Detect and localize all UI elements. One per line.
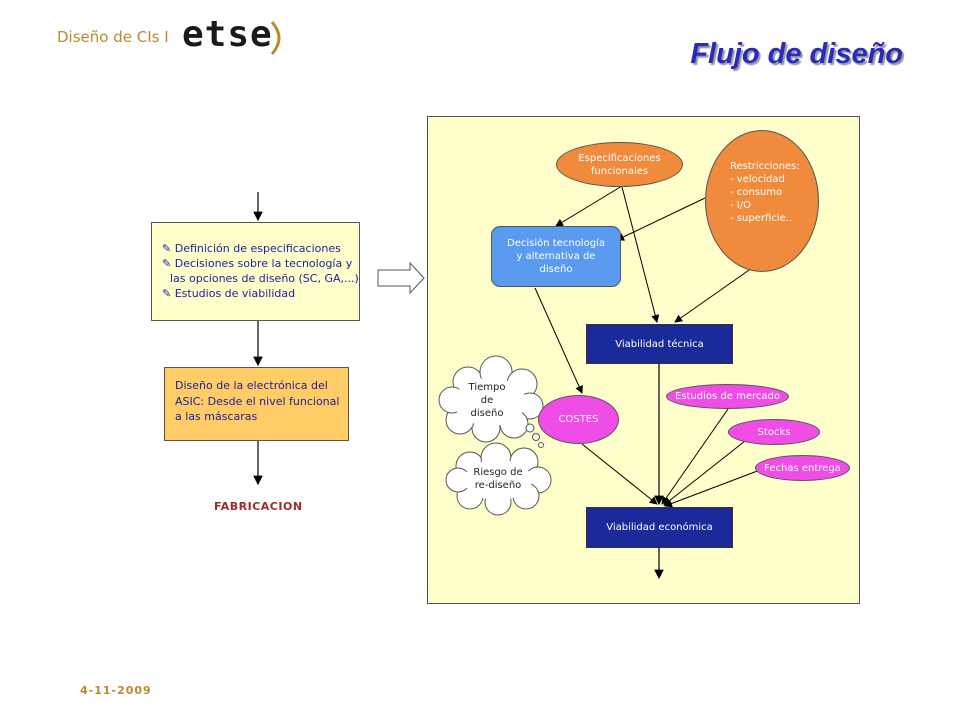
asic-line: ASIC: Desde el nivel funcional — [175, 394, 340, 408]
pencil-icon: ✎ — [162, 242, 172, 255]
bullet-text: Decisiones sobre la tecnología y — [174, 257, 353, 270]
pencil-icon: ✎ — [162, 257, 172, 270]
cloud-line: Riesgo de — [473, 467, 523, 478]
asic-design-box: Diseño de la electrónica del ASIC: Desde… — [164, 367, 349, 441]
bullet-item: ✎ Decisiones sobre la tecnología y — [162, 256, 359, 271]
cloud-line: Tiempo — [468, 382, 506, 393]
bullet-text: Definición de especificaciones — [174, 242, 341, 255]
page-title: Flujo de diseño — [690, 38, 903, 70]
pencil-icon: ✎ — [162, 287, 172, 300]
spec-decisions-box: ✎ Definición de especificaciones ✎ Decis… — [151, 222, 360, 321]
node-viabilidad-tecnica: Viabilidad técnica — [586, 324, 733, 364]
node-stocks: Stocks — [728, 419, 820, 445]
node-costes: COSTES — [538, 395, 619, 444]
cloud-tiempo-diseno — [438, 355, 544, 443]
node-decision-tecnologia: Decisión tecnología y alternativa de dis… — [491, 226, 621, 287]
node-line: Especificaciones — [578, 152, 661, 164]
cloud-riesgo-rediseno — [445, 442, 552, 516]
node-especificaciones: Especificaciones funcionales — [556, 142, 683, 187]
node-line: - I/O — [730, 199, 751, 211]
expand-arrow — [377, 261, 425, 295]
node-line: Restricciones: — [730, 160, 800, 172]
cloud-tiempo-text: Tiempo de diseño — [455, 381, 519, 420]
fabrication-label: FABRICACION — [214, 500, 303, 513]
node-line: Decisión tecnología — [507, 238, 605, 249]
cloud-line: diseño — [470, 408, 504, 419]
node-line: diseño — [539, 264, 573, 275]
asic-line: a las máscaras — [175, 410, 258, 423]
node-line: - superficie.. — [730, 212, 793, 224]
bullet-item: ✎ Estudios de viabilidad — [162, 286, 359, 301]
asic-line: Diseño de la electrónica del — [175, 379, 328, 392]
bullet-text: Estudios de viabilidad — [174, 287, 296, 300]
node-line: y alternativa de — [516, 251, 596, 262]
bullet-item: ✎ Definición de especificaciones — [162, 241, 359, 256]
etse-logo: etse — [182, 14, 273, 55]
cloud-line: re-diseño — [474, 480, 522, 491]
thought-dots — [525, 423, 544, 448]
bullet-text: las opciones de diseño (SC, GA,...) — [170, 272, 359, 285]
node-line: - consumo — [730, 186, 783, 198]
node-line: funcionales — [590, 165, 649, 177]
node-fechas-entrega: Fechas entrega — [755, 455, 850, 481]
node-restricciones: Restricciones: - velocidad - consumo - I… — [705, 130, 819, 272]
node-line: - velocidad — [730, 173, 785, 185]
course-title: Diseño de CIs I — [57, 28, 169, 46]
node-viabilidad-economica: Viabilidad económica — [586, 507, 733, 548]
footer-date: 4-11-2009 — [80, 684, 152, 697]
node-estudios-mercado: Estudios de mercado — [666, 384, 789, 409]
bullet-item: las opciones de diseño (SC, GA,...) — [162, 271, 359, 286]
cloud-riesgo-text: Riesgo de re-diseño — [463, 466, 533, 492]
cloud-line: de — [480, 395, 494, 406]
